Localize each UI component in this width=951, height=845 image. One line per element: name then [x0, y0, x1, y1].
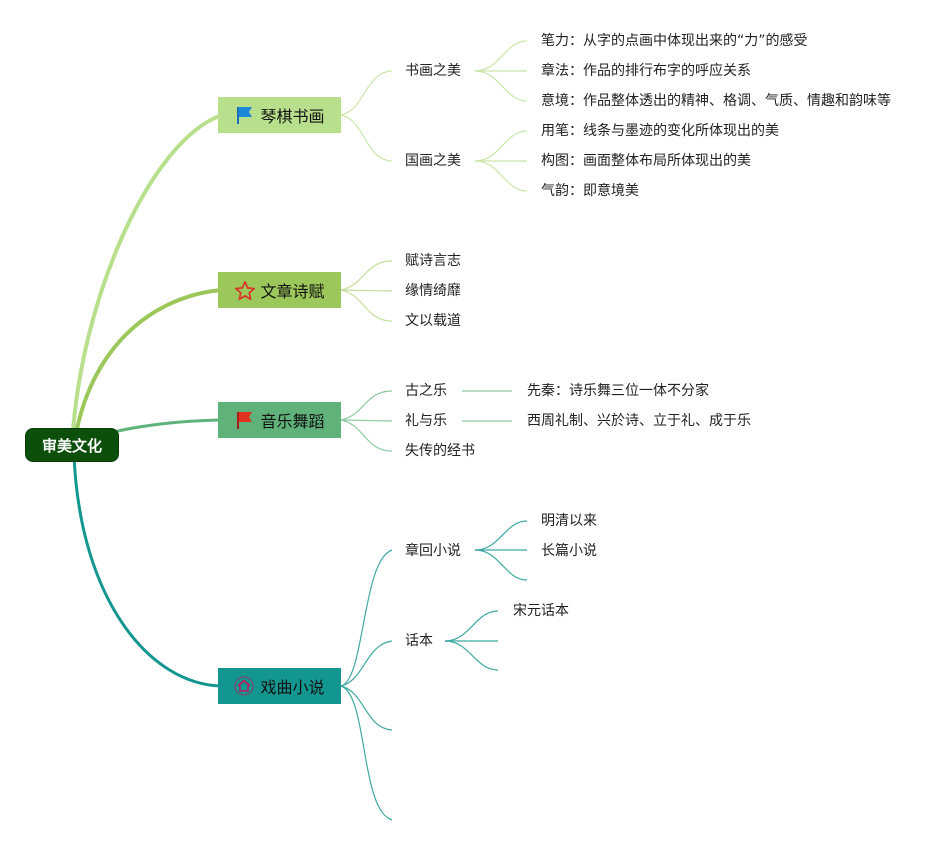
leaf-qi-yun[interactable]: 气韵：即意境美: [541, 183, 639, 199]
child-yuan-qing-qi-mi[interactable]: 缘情绮靡: [405, 283, 461, 299]
topic-label: 音乐舞蹈: [260, 412, 325, 431]
connector-t4-c3: [340, 685, 393, 731]
connector-t1-s2: [340, 114, 393, 162]
connector-t4-c2: [340, 640, 393, 687]
leaf-xian-qin[interactable]: 先秦：诗乐舞三位一体不分家: [527, 383, 709, 399]
child-shi-chuan-de-jing-shu[interactable]: 失传的经书: [405, 443, 475, 459]
connector-t4-c4: [340, 685, 393, 821]
child-li-yu-yue[interactable]: 礼与乐: [405, 413, 447, 429]
connector-s1-l1: [474, 40, 528, 72]
connector-t3-c1: [340, 390, 393, 421]
star-outline-icon: [234, 280, 256, 301]
subtopic-shu-hua-zhi-mei[interactable]: 书画之美: [405, 63, 461, 79]
connector-s2-l3: [474, 160, 528, 192]
connector-root-topic1: [70, 113, 223, 446]
child-fu-shi-yan-zhi[interactable]: 赋诗言志: [405, 253, 461, 269]
child-wen-yi-zai-dao[interactable]: 文以载道: [405, 313, 461, 329]
subtopic-guo-hua-zhi-mei[interactable]: 国画之美: [405, 153, 461, 169]
topic-yin-yue-wu-dao[interactable]: 音乐舞蹈: [218, 402, 341, 438]
connector-root-topic2: [72, 288, 223, 446]
connector-root-topic4: [72, 454, 223, 688]
red-flag-icon: [234, 410, 254, 430]
child-hua-ben[interactable]: 话本: [405, 633, 433, 649]
connector-t3-c2: [340, 419, 393, 422]
connector-hb-l1: [444, 610, 499, 642]
topic-qin-qi-shu-hua[interactable]: 琴棋书画: [218, 97, 341, 133]
topic-wen-zhang-shi-fu[interactable]: 文章诗赋: [218, 272, 341, 308]
connector-t2-c1: [340, 260, 393, 291]
child-zhang-hui-xiao-shuo[interactable]: 章回小说: [405, 543, 461, 559]
connector-t3-c3: [340, 419, 393, 452]
blue-flag-icon: [234, 105, 254, 125]
connector-t2-c3: [340, 289, 393, 322]
connector-t1-s1: [340, 70, 393, 116]
topic-label: 戏曲小说: [260, 678, 325, 697]
leaf-xi-zhou-li-zhi[interactable]: 西周礼制、兴於诗、立于礼、成于乐: [527, 413, 751, 429]
leaf-yong-bi[interactable]: 用笔：线条与墨迹的变化所体现出的美: [541, 123, 779, 139]
connector-s2-l1: [474, 130, 528, 162]
house-icon: [234, 676, 255, 696]
leaf-bi-li[interactable]: 笔力：从字的点画中体现出来的“力”的感受: [541, 33, 808, 49]
connector-t2-c2: [340, 289, 393, 292]
connector-t4-c1: [340, 549, 393, 687]
connector-s1-l3: [474, 70, 528, 102]
child-gu-zhi-yue[interactable]: 古之乐: [405, 383, 447, 399]
leaf-zhang-fa[interactable]: 章法：作品的排行布字的呼应关系: [541, 63, 751, 79]
topic-xi-qu-xiao-shuo[interactable]: 戏曲小说: [218, 668, 341, 704]
topic-label: 文章诗赋: [260, 282, 325, 301]
connector-hb-l3: [444, 640, 499, 671]
leaf-yi-jing[interactable]: 意境：作品整体透出的精神、格调、气质、情趣和韵味等: [541, 93, 891, 109]
root-node[interactable]: 审美文化: [25, 428, 119, 462]
leaf-gou-tu[interactable]: 构图：画面整体布局所体现出的美: [541, 153, 751, 169]
connector-zh-l3: [474, 549, 528, 581]
leaf-ming-qing-yi-lai[interactable]: 明清以来: [541, 513, 597, 529]
connector-zh-l1: [474, 520, 528, 551]
leaf-song-yuan-hua-ben[interactable]: 宋元话本: [513, 603, 569, 619]
topic-label: 琴棋书画: [260, 107, 325, 126]
leaf-chang-pian-xiao-shuo[interactable]: 长篇小说: [541, 543, 597, 559]
root-label: 审美文化: [41, 436, 102, 455]
